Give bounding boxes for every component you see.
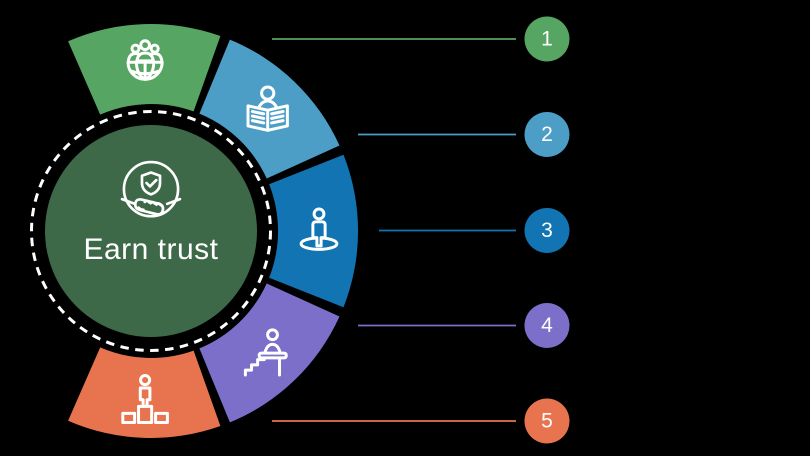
wedge-ring	[68, 23, 359, 439]
badge-5	[524, 398, 570, 444]
hub-dashed-ring	[30, 110, 272, 352]
badge-number-2: 2	[541, 123, 553, 146]
hub-label: Earn trust	[83, 233, 218, 266]
badge-1	[524, 16, 570, 62]
wedge-segment-5	[68, 347, 221, 439]
badge-4	[524, 303, 570, 348]
hub: Earn trust	[30, 110, 272, 352]
connector-lines	[272, 38, 516, 422]
badge-number-1: 1	[541, 28, 553, 51]
badge-number-4: 4	[541, 314, 553, 337]
hub-circle	[45, 125, 257, 337]
badge-2	[524, 112, 570, 157]
badge-3	[524, 208, 570, 253]
badge-number-3: 3	[541, 219, 553, 242]
number-badges: 1 2 3 4 5	[524, 16, 570, 444]
badge-number-5: 5	[541, 410, 553, 433]
